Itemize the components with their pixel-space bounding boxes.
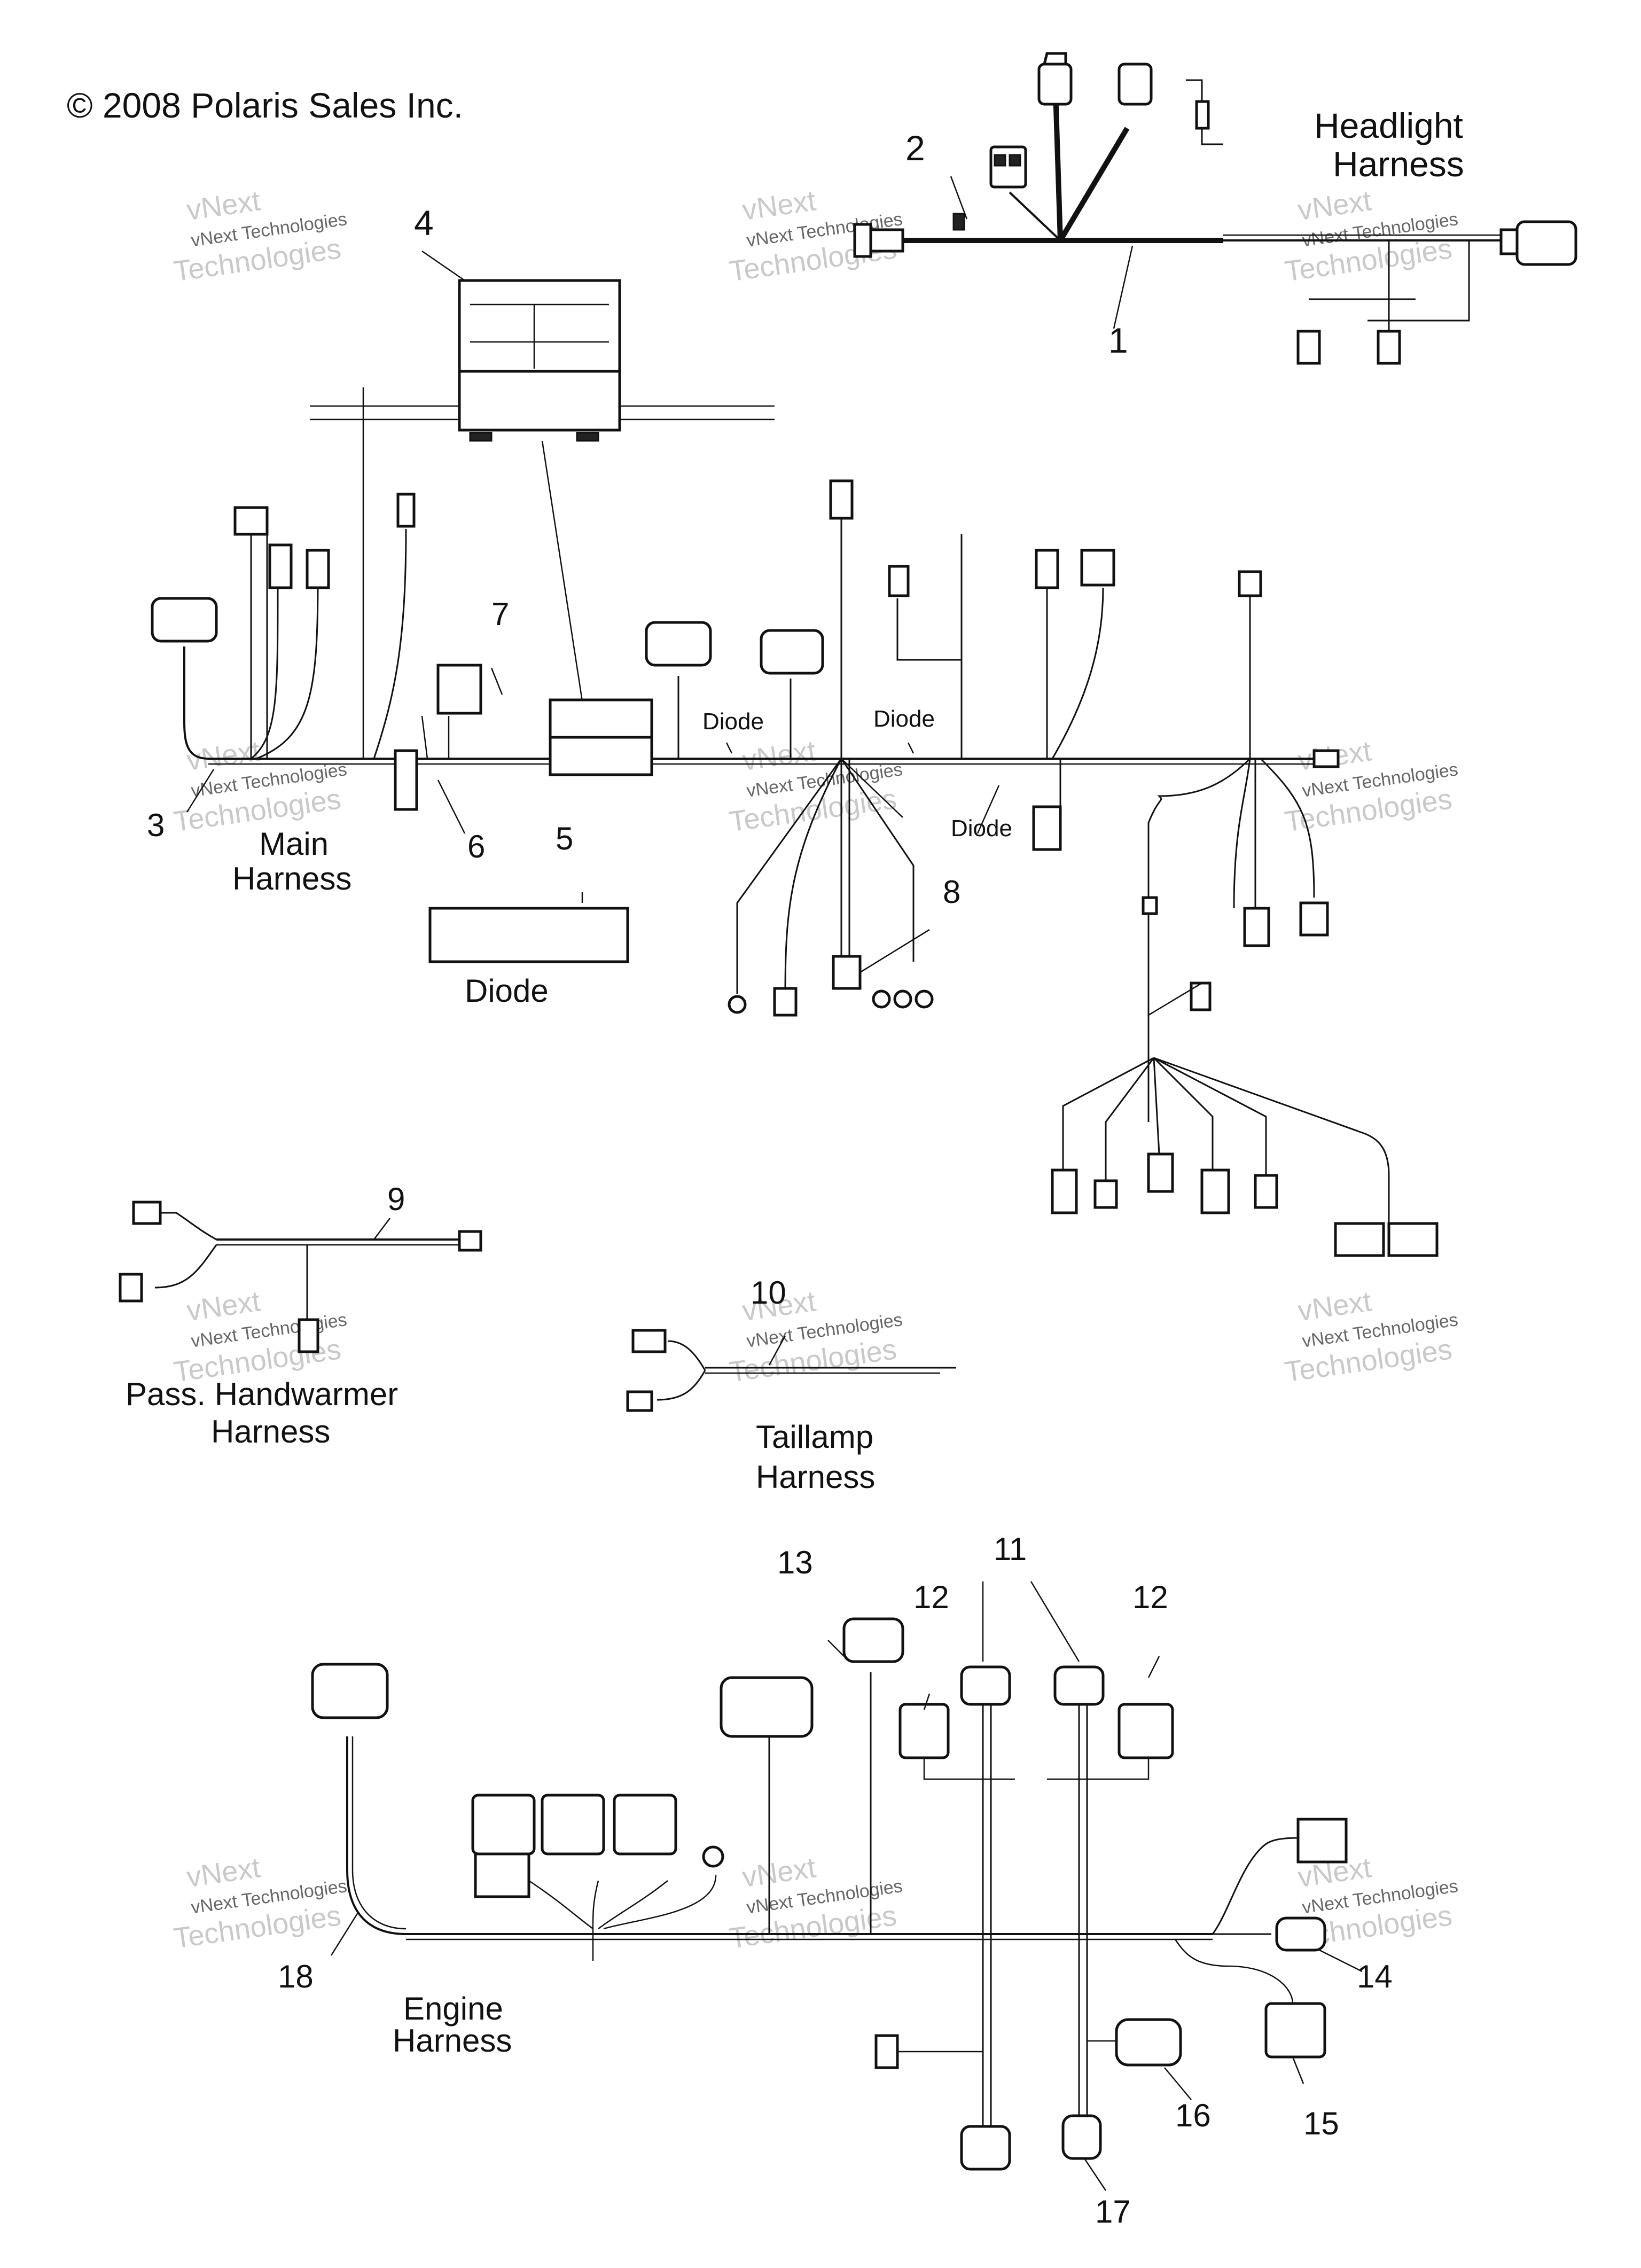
headlight-harness-title-line1: Headlight: [1314, 106, 1463, 145]
main-harness: [151, 387, 1439, 1257]
main-harness-title-line2: Harness: [232, 861, 351, 897]
callout-16: 16: [1175, 2098, 1211, 2133]
callout-18: 18: [278, 1959, 314, 1994]
callout-13: 13: [777, 1545, 813, 1580]
engine-harness: [311, 1581, 1363, 2191]
callout-4: 4: [414, 203, 434, 243]
callout-10: 10: [751, 1275, 786, 1311]
callout-6: 6: [467, 829, 485, 864]
callout-3: 3: [147, 807, 165, 843]
watermark-text: vNext: [1296, 184, 1373, 227]
callout-8: 8: [943, 874, 960, 910]
callout-1: 1: [1108, 321, 1128, 360]
watermark-text: vNext: [185, 1851, 262, 1893]
headlight-harness-title-line2: Harness: [1333, 144, 1464, 184]
engine-harness-title-line2: Harness: [393, 2023, 512, 2059]
taillamp-harness: [626, 1329, 956, 1412]
callout-12-right: 12: [1132, 1579, 1168, 1615]
relay-module: [310, 250, 775, 719]
taillamp-title-line2: Harness: [756, 1459, 875, 1495]
handwarmer-harness: [119, 1201, 482, 1353]
diode-label-b: Diode: [873, 706, 935, 732]
callout-17: 17: [1095, 2194, 1131, 2230]
copyright-text: © 2008 Polaris Sales Inc.: [67, 85, 463, 125]
callout-11: 11: [994, 1531, 1027, 1567]
callout-5: 5: [556, 821, 573, 856]
callout-7: 7: [491, 596, 509, 632]
taillamp-title-line1: Taillamp: [756, 1419, 873, 1455]
watermark-text: vNext: [740, 1851, 818, 1893]
watermark-text: vNext: [740, 184, 818, 227]
handwarmer-title-line2: Harness: [211, 1414, 330, 1449]
callout-9: 9: [387, 1181, 405, 1217]
engine-harness-title-line1: Engine: [403, 1991, 503, 2027]
callout-2: 2: [905, 128, 925, 168]
diode-label-c: Diode: [951, 815, 1012, 841]
callout-14: 14: [1357, 1959, 1393, 1994]
main-harness-title-line1: Main: [259, 826, 329, 862]
watermark-text: vNext: [740, 735, 818, 777]
watermark-text: vNext: [1296, 1285, 1373, 1327]
diode-part-title: Diode: [465, 973, 549, 1009]
watermark-text: vNext: [185, 184, 262, 227]
watermark-text: vNext: [185, 1285, 262, 1327]
callout-15: 15: [1303, 2106, 1339, 2141]
diode-label-a: Diode: [702, 708, 764, 735]
headlight-harness: [853, 52, 1577, 365]
handwarmer-title-line1: Pass. Handwarmer: [126, 1376, 398, 1412]
callout-12-left: 12: [913, 1579, 949, 1615]
